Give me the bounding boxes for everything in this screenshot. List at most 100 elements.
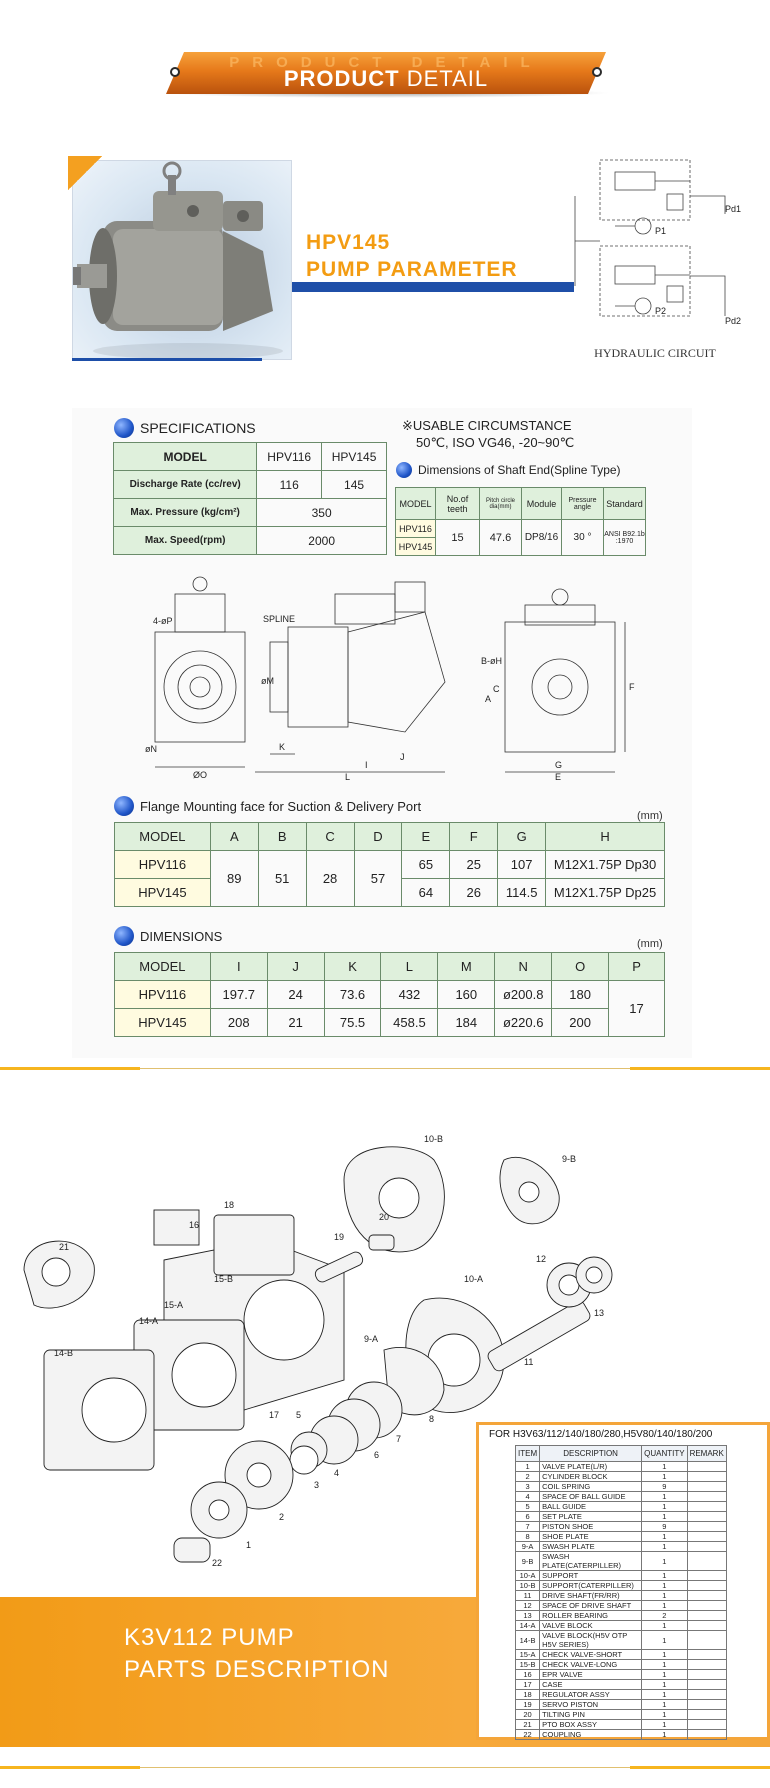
dim-label: G (555, 760, 562, 770)
part-item: 4 (514, 1491, 541, 1502)
dim-l: 458.5 (380, 1008, 439, 1037)
part-quantity: 1 (641, 1541, 688, 1552)
part-description: SHOE PLATE (539, 1531, 643, 1542)
part-remark (686, 1709, 727, 1720)
part-item: 11 (514, 1590, 541, 1601)
part-description: DRIVE SHAFT(FR/RR) (539, 1590, 643, 1601)
dim-label: E (555, 772, 561, 782)
part-quantity: 1 (641, 1659, 688, 1670)
part-description: SUPPORT (539, 1570, 643, 1581)
part-quantity: 1 (641, 1551, 688, 1571)
part-description: SERVO PISTON (539, 1699, 643, 1710)
flange-heading: Flange Mounting face for Suction & Deliv… (114, 796, 421, 816)
product-detail-banner: PRODUCT DETAIL PRODUCT DETAIL (160, 50, 612, 98)
parts-applicability: FOR H3V63/112/140/180/280,H5V80/140/180/… (489, 1429, 713, 1440)
part-remark (686, 1699, 727, 1710)
part-description: COIL SPRING (539, 1481, 643, 1492)
parts-description-title: PARTS DESCRIPTION (124, 1656, 390, 1683)
circuit-port-pd2: Pd2 (725, 316, 741, 326)
part-label: 17 (269, 1410, 279, 1420)
part-item: 22 (514, 1729, 541, 1740)
part-description: EPR VALVE (539, 1669, 643, 1680)
flange-a: 89 (209, 850, 259, 907)
dim-col: P (608, 952, 665, 981)
flange-model: HPV116 (114, 850, 211, 879)
part-label: 4 (334, 1468, 339, 1478)
flange-col: H (545, 822, 665, 851)
part-quantity: 1 (641, 1531, 688, 1542)
part-quantity: 1 (641, 1689, 688, 1700)
shaft-col: Standard (603, 487, 646, 520)
flange-f: 25 (449, 850, 499, 879)
part-remark (686, 1630, 727, 1650)
dim-col: N (494, 952, 553, 981)
circuit-port-p2: P2 (655, 306, 666, 316)
part-label: 1 (246, 1540, 251, 1550)
dim-o: 200 (551, 1008, 610, 1037)
banner-title: PRODUCT DETAIL (283, 66, 489, 91)
dim-k: 75.5 (323, 1008, 382, 1037)
dim-n: ø220.6 (494, 1008, 553, 1037)
part-label: 7 (396, 1434, 401, 1444)
dim-col: O (551, 952, 610, 981)
flange-g: 114.5 (497, 878, 547, 907)
part-label: 9-A (364, 1334, 378, 1344)
circuit-port-p1: P1 (655, 226, 666, 236)
spec-cell: 350 (256, 498, 387, 527)
part-remark (686, 1471, 727, 1482)
exploded-parts-diagram: 10-B 9-B 18 16 20 19 21 15-B 15-A 10-A 1… (23, 1134, 613, 1568)
part-remark (686, 1511, 727, 1522)
dim-label: B-øH (481, 656, 502, 666)
dim-label: J (400, 752, 405, 762)
part-quantity: 9 (641, 1481, 688, 1492)
shaft-teeth: 15 (435, 519, 480, 556)
part-description: VALVE PLATE(L/R) (539, 1461, 643, 1472)
part-remark (686, 1729, 727, 1740)
pump-dimension-drawing: 4-øP SPLINE øM øN ØO K L B-øH C A G E F … (145, 576, 635, 782)
dim-n: ø200.8 (494, 980, 553, 1009)
flange-f: 26 (449, 878, 499, 907)
part-quantity: 1 (641, 1699, 688, 1710)
part-remark (686, 1570, 727, 1581)
dim-label: SPLINE (263, 614, 295, 624)
flange-col: B (257, 822, 307, 851)
part-quantity: 1 (641, 1669, 688, 1680)
part-item: 19 (514, 1699, 541, 1710)
part-quantity: 1 (641, 1649, 688, 1660)
dim-col: K (323, 952, 382, 981)
part-remark (686, 1501, 727, 1512)
part-quantity: 1 (641, 1491, 688, 1502)
part-quantity: 1 (641, 1501, 688, 1512)
model-title: HPV145 (306, 231, 391, 254)
flange-col: E (401, 822, 451, 851)
part-quantity: 1 (641, 1709, 688, 1720)
usable-circumstance-title: ※USABLE CIRCUMSTANCE (402, 418, 572, 433)
part-remark (686, 1689, 727, 1700)
dim-l: 432 (380, 980, 439, 1009)
part-quantity: 1 (641, 1511, 688, 1522)
hydraulic-circuit-diagram: Pd1 P1 P2 Pd2 (574, 159, 741, 326)
part-description: CASE (539, 1679, 643, 1690)
part-item: 10-A (514, 1570, 541, 1581)
dim-label: K (279, 742, 285, 752)
part-description: TILTING PIN (539, 1709, 643, 1720)
part-item: 10-B (514, 1580, 541, 1591)
flange-col: G (497, 822, 547, 851)
flange-col: D (353, 822, 403, 851)
part-quantity: 1 (641, 1630, 688, 1650)
part-description: REGULATOR ASSY (539, 1689, 643, 1700)
part-quantity: 1 (641, 1590, 688, 1601)
part-remark (686, 1600, 727, 1611)
spec-row-label: Max. Speed(rpm) (112, 526, 258, 555)
part-label: 19 (334, 1232, 344, 1242)
part-item: 14-A (514, 1620, 541, 1631)
dim-label: øN (145, 744, 157, 754)
